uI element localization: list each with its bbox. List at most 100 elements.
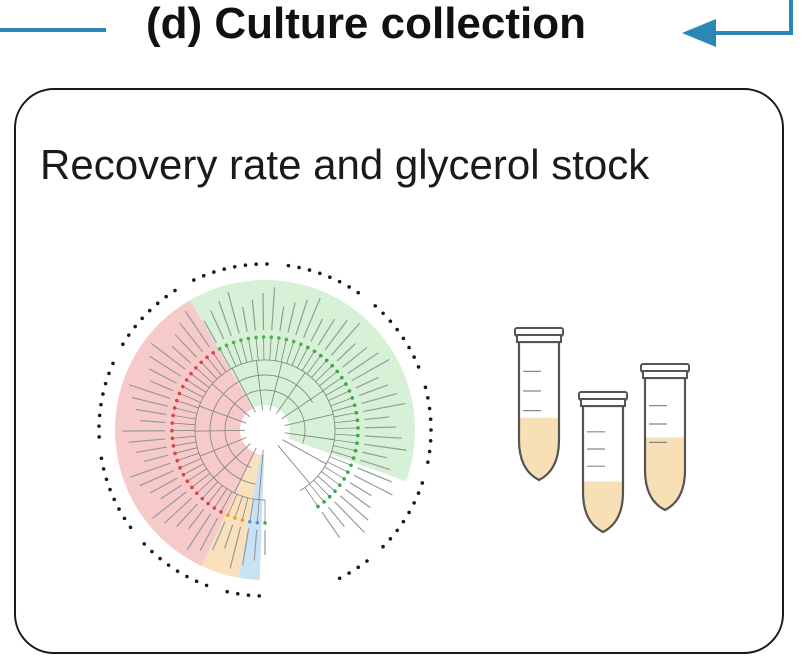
tree-leaf-label xyxy=(363,402,406,412)
tree-internal-arc xyxy=(224,389,306,469)
tree-leaf-label xyxy=(360,459,391,471)
tree-outer-dot xyxy=(147,308,152,313)
tree-leaf-label xyxy=(210,310,225,340)
tree-leaf-node xyxy=(350,396,355,400)
tree-leaf-node xyxy=(318,353,323,358)
tree-leaf-node xyxy=(347,389,352,393)
tree-leaf-label xyxy=(328,506,345,527)
tree-leaf-node xyxy=(205,355,209,360)
tree-leaf-node xyxy=(177,391,182,396)
tree-branch xyxy=(190,373,210,388)
tree-branch xyxy=(176,400,199,409)
tree-outer-dot xyxy=(194,579,199,584)
tree-leaf-node xyxy=(219,510,223,514)
tree-leaf-label xyxy=(355,376,379,389)
tree-branch xyxy=(327,461,349,473)
tube-liquid xyxy=(645,437,685,510)
tree-branch xyxy=(334,439,358,444)
tube-body xyxy=(581,404,625,534)
panel-title: (d) Culture collection xyxy=(146,0,586,48)
tree-outer-dot xyxy=(173,288,177,293)
tree-branch xyxy=(296,347,309,369)
tree-outer-dot xyxy=(347,571,351,575)
tree-branch xyxy=(331,450,354,459)
tree-branch xyxy=(248,338,253,362)
tree-leaf-node xyxy=(299,342,303,347)
tree-leaf-label xyxy=(279,306,285,332)
tree-branch xyxy=(304,487,319,507)
tree-leaf-label xyxy=(149,355,182,377)
tree-branch xyxy=(334,419,358,424)
tree-outer-dot xyxy=(97,424,101,428)
tree-branch xyxy=(333,412,357,418)
tree-branch xyxy=(173,441,197,447)
tree-branch xyxy=(227,494,238,516)
tree-outer-dot xyxy=(185,574,189,579)
tree-leaf-label xyxy=(188,508,205,530)
tree-leaf-label xyxy=(362,451,387,459)
tree-branch xyxy=(206,357,222,376)
tree-leaf-label xyxy=(330,322,361,356)
tree-outer-dot xyxy=(117,507,121,511)
tree-leaf-label xyxy=(135,446,167,454)
tree-outer-dot xyxy=(111,361,115,366)
tree-branch xyxy=(200,362,218,380)
tree-leaf-node xyxy=(170,421,175,425)
tree-leaf-label xyxy=(251,299,256,331)
tree-outer-dot xyxy=(101,467,106,471)
tree-leaf-label xyxy=(131,396,168,407)
tree-leaf-label xyxy=(176,503,198,528)
tree-outer-dot xyxy=(429,428,433,432)
tree-branch xyxy=(249,498,254,522)
tree-branch xyxy=(182,386,204,398)
tree-branch xyxy=(325,383,347,396)
tree-leaf-node xyxy=(174,398,179,403)
tree-internal-branch xyxy=(282,439,327,465)
tree-outer-dot xyxy=(142,542,147,546)
tree-branch xyxy=(317,475,336,492)
tree-leaf-node xyxy=(356,426,360,430)
tree-branch xyxy=(186,379,207,393)
tree-leaf-node xyxy=(338,483,342,488)
tree-outer-dot xyxy=(103,381,108,386)
tree-leaf-label xyxy=(317,318,336,346)
tree-leaf-label xyxy=(321,511,341,539)
tree-leaf-label xyxy=(336,343,356,362)
tree-outer-dot xyxy=(381,544,385,549)
tree-leaf-node xyxy=(284,337,289,342)
tree-internal-branch xyxy=(199,405,247,424)
tree-outer-dot xyxy=(423,385,428,390)
tree-outer-dot xyxy=(395,528,399,533)
tree-leaf-label xyxy=(349,482,372,497)
tree-outer-dot xyxy=(246,593,251,597)
tree-leaf-label xyxy=(227,291,240,334)
tree-outer-dot xyxy=(121,342,125,347)
tree-outer-dot xyxy=(99,456,104,461)
tree-leaf-label xyxy=(242,306,248,332)
tree-branch xyxy=(207,485,223,504)
tree-outer-dot xyxy=(140,316,144,321)
tree-outer-dot xyxy=(212,270,216,274)
tree-leaf-node xyxy=(306,345,310,350)
tree-outer-dot xyxy=(428,417,433,422)
tree-leaf-node xyxy=(333,489,337,493)
tree-internal-branch xyxy=(195,429,246,432)
tree-leaf-node xyxy=(240,518,245,522)
tree-leaf-node xyxy=(352,403,357,408)
tree-internal-arc xyxy=(194,359,336,501)
tree-outer-dot xyxy=(133,324,137,329)
tree-branch xyxy=(196,477,214,494)
tree-leaf-node xyxy=(172,406,177,410)
panel-subtitle: Recovery rate and glycerol stock xyxy=(40,141,650,188)
tree-outer-dot xyxy=(108,487,112,492)
tree-leaf-label xyxy=(353,474,393,496)
tree-outer-dot xyxy=(101,392,105,396)
tree-branch xyxy=(291,344,302,366)
tree-outer-dot xyxy=(416,365,421,369)
tree-leaf-label xyxy=(287,302,296,333)
tree-outer-dot xyxy=(150,549,154,554)
tree-leaf-label xyxy=(128,438,166,443)
tree-branch xyxy=(315,365,333,382)
tree-leaf-label xyxy=(184,310,210,348)
tree-internal-branch xyxy=(284,432,335,441)
